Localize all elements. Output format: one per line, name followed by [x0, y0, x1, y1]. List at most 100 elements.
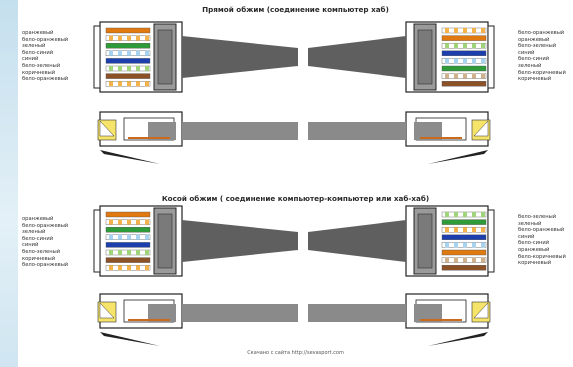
- wire: [441, 249, 487, 256]
- wire-stripe: [454, 242, 458, 248]
- wire-stripe: [145, 66, 149, 71]
- wire-stripe: [463, 227, 467, 233]
- latch-lever: [100, 332, 160, 346]
- wire-stripe: [445, 257, 449, 263]
- wire-stripe: [127, 35, 131, 41]
- top-left-labels: оранжевый бело-оранжевый зеленый бело-си…: [22, 30, 68, 83]
- wire: [105, 211, 151, 218]
- latch-lever: [100, 150, 160, 164]
- wire-stripe: [136, 265, 140, 271]
- wire-stripe: [118, 234, 122, 240]
- wire: [105, 27, 151, 34]
- wire-label: синий: [518, 233, 535, 240]
- wire-stripe: [472, 43, 476, 49]
- wire: [105, 73, 151, 79]
- cable-segment: [308, 36, 406, 78]
- wire-stripe: [127, 50, 131, 56]
- wire-label: бело-синий: [22, 49, 54, 56]
- wire-label: бело-оранжевый: [22, 222, 69, 229]
- wire-stripe: [472, 257, 476, 263]
- wire-stripe: [109, 50, 113, 56]
- wire-stripe: [454, 212, 458, 217]
- wire-label: оранжевый: [22, 30, 54, 36]
- wire-stripe: [109, 66, 113, 71]
- wire-label: зеленый: [22, 43, 46, 50]
- wire-stripe: [145, 234, 149, 240]
- wire-stripe: [109, 81, 113, 87]
- cable-side: [308, 304, 406, 322]
- wire-label: коричневый: [518, 260, 552, 267]
- latch-lever: [428, 332, 488, 346]
- wire-label: бело-коричневый: [518, 69, 566, 76]
- wire: [441, 219, 487, 225]
- wire-stripe: [127, 81, 131, 87]
- wire-stripe: [454, 43, 458, 49]
- rj45-plug-tip: [93, 25, 101, 89]
- wire-label: бело-синий: [22, 235, 54, 242]
- wire-stripe: [136, 234, 140, 240]
- wire-stripe: [127, 250, 131, 255]
- wire-label: коричневый: [22, 69, 56, 76]
- wire-stripe: [145, 50, 149, 56]
- crimp-diagram: [93, 21, 495, 346]
- wire-stripe: [463, 58, 467, 64]
- wire-label: бело-зеленый: [518, 214, 557, 220]
- contact-blade: [99, 302, 115, 319]
- plug-boot-inner: [417, 29, 433, 85]
- cable-side: [308, 122, 406, 140]
- plug-boot-inner: [157, 213, 173, 269]
- plug-boot-side: [148, 122, 176, 140]
- crossover-crimp-title: Косой обжим ( соединение компьютер-компь…: [161, 194, 430, 203]
- wire-stripe: [481, 73, 485, 79]
- wire-stripe: [118, 35, 122, 41]
- wire-label: бело-оранжевый: [22, 76, 69, 83]
- cable-side: [182, 304, 298, 322]
- wire-label: бело-зеленый: [22, 248, 61, 255]
- contact-blade: [473, 120, 489, 137]
- wire-stripe: [481, 242, 485, 248]
- wire-stripe: [118, 66, 122, 71]
- wire-stripe: [445, 28, 449, 33]
- wire-stripe: [472, 28, 476, 33]
- wire-stripe: [463, 257, 467, 263]
- bottom-left-labels: оранжевый бело-оранжевый зеленый бело-си…: [22, 216, 68, 269]
- wire-stripe: [145, 250, 149, 255]
- wire-stripe: [481, 227, 485, 233]
- rj45-plug-tip: [487, 25, 495, 89]
- wire-stripe: [445, 73, 449, 79]
- wire-stripe: [454, 227, 458, 233]
- wire-stripe: [472, 212, 476, 217]
- wire-stripe: [472, 242, 476, 248]
- plug-boot-inner: [157, 29, 173, 85]
- top-right-labels: бело-оранжевый оранжевый бело-зеленый си…: [518, 30, 566, 83]
- wire-stripe: [109, 265, 113, 271]
- wire-stripe: [136, 250, 140, 255]
- wire-stripe: [463, 242, 467, 248]
- wire-stripe: [109, 250, 113, 255]
- wire-stripe: [109, 219, 113, 225]
- wire-stripe: [454, 58, 458, 64]
- contact-blade: [99, 120, 115, 137]
- rj45-plug-tip: [93, 209, 101, 273]
- wire-label: коричневый: [518, 76, 552, 83]
- straight-crimp-title: Прямой обжим (соединение компьютер хаб): [202, 5, 389, 14]
- diagram-sheet: Прямой обжим (соединение компьютер хаб) …: [18, 0, 573, 367]
- wire-label: бело-оранжевый: [22, 36, 69, 43]
- latch-lever: [428, 150, 488, 164]
- wire-stripe: [454, 28, 458, 33]
- wire-label: бело-зеленый: [518, 43, 557, 50]
- wire-stripe: [127, 66, 131, 71]
- wire-stripe: [481, 43, 485, 49]
- wire-stripe: [127, 265, 131, 271]
- wire-stripe: [118, 250, 122, 255]
- cable-segment: [182, 220, 298, 262]
- wire-stripe: [136, 50, 140, 56]
- wire-stripe: [109, 234, 113, 240]
- wire: [105, 242, 151, 248]
- wire-label: бело-оранжевый: [518, 30, 565, 36]
- wire: [441, 35, 487, 41]
- plug-boot-side: [414, 304, 442, 322]
- wire-stripe: [445, 212, 449, 217]
- wire-label: бело-синий: [518, 240, 550, 247]
- wire-label: бело-зеленый: [22, 62, 61, 69]
